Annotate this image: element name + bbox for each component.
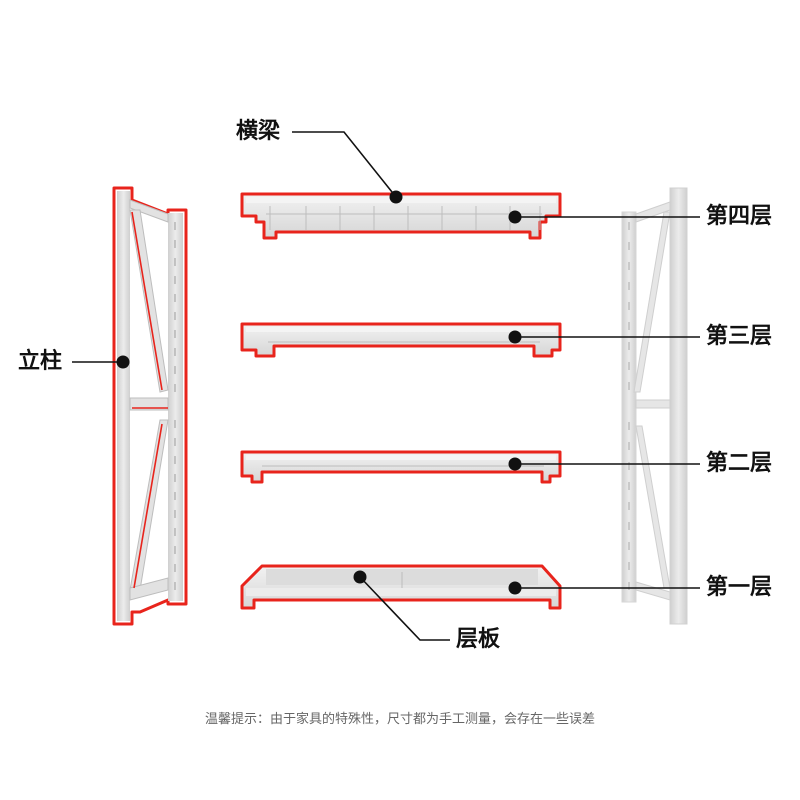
upright-label: 立柱 [18, 349, 63, 374]
beam-dot [389, 190, 403, 204]
layer2-label: 第二层 [706, 451, 773, 476]
leader-lines [72, 131, 700, 641]
left-upright-frame [112, 186, 188, 626]
layer3-dot [508, 330, 522, 344]
shelf-layer-2 [240, 450, 562, 484]
disclaimer-note: 温馨提示：由于家具的特殊性，尺寸都为手工测量，会存在一些误差 [204, 712, 595, 727]
beam-label: 横梁 [236, 119, 281, 144]
shelf-layer-1 [240, 564, 562, 610]
shelf-4-outline [240, 192, 562, 240]
panel-label: 层板 [456, 627, 501, 652]
left-front-post [117, 191, 130, 621]
layer4-dot [508, 210, 522, 224]
layer2-dot [508, 457, 522, 471]
leader-dots [116, 190, 522, 595]
panel-leader [359, 576, 450, 641]
layer4-label: 第四层 [706, 204, 773, 229]
layer1-dot [508, 581, 522, 595]
left-upright-outline [112, 186, 188, 626]
panel-dot [353, 570, 367, 584]
right-upright-frame [621, 187, 688, 625]
left-rear-post [168, 213, 183, 601]
beam-leader [292, 131, 397, 198]
layer1-label: 第一层 [706, 575, 773, 600]
layer3-label: 第三层 [706, 324, 773, 349]
upright-dot [116, 355, 130, 369]
right-front-post [669, 187, 688, 625]
shelf-layer-3 [240, 322, 562, 358]
